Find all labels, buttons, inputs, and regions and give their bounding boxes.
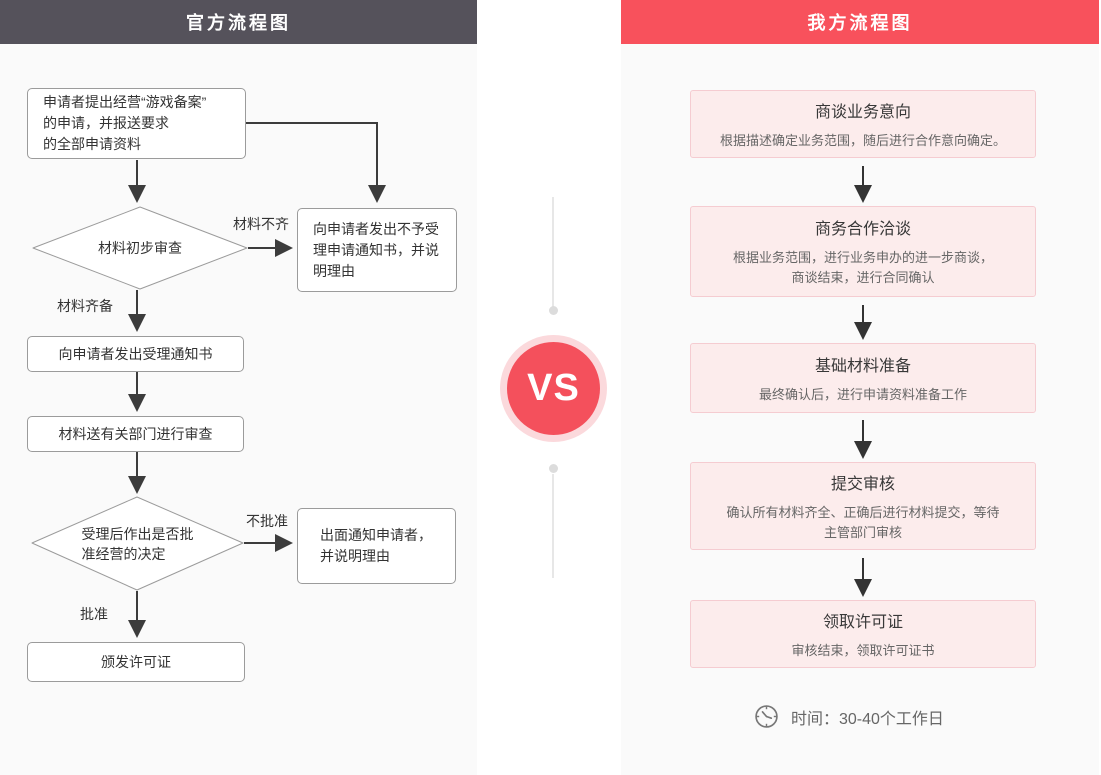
step-card-material-prep: 基础材料准备 最终确认后，进行申请资料准备工作 [690,343,1036,413]
step-desc: 确认所有材料齐全、正确后进行材料提交，等待 主管部门审核 [726,504,1000,540]
vs-divider-line-top [552,197,554,307]
duration-footer: 时间：30-40个工作日 [754,704,944,729]
official-flow-panel: 官方流程图 申请者提出经营“游戏备案” 的申请，并报送要求 的全部申请资料 材料… [0,0,477,775]
arrow-apply-to-reject-elbow [246,122,386,203]
step-title: 商谈业务意向 [814,103,911,121]
clock-icon [755,705,778,728]
step-desc: 最终确认后，进行申请资料准备工作 [758,386,967,402]
step-card-business-intent: 商谈业务意向 根据描述确定业务范围，随后进行合作意向确定。 [690,90,1036,158]
edge-label-not-approved: 不批准 [246,513,288,529]
official-flow-title: 官方流程图 [186,13,291,33]
duration-text: 时间：30-40个工作日 [791,710,944,728]
vs-divider-dot-bottom [549,464,558,473]
step-desc: 根据业务范围，进行业务申办的进一步商谈， 商谈结束，进行合同确认 [732,250,993,285]
step-title: 提交审核 [830,475,895,493]
step-card-cooperation-talks: 商务合作洽谈 根据业务范围，进行业务申办的进一步商谈， 商谈结束，进行合同确认 [690,206,1036,297]
our-flow-title: 我方流程图 [807,13,913,33]
flow-node-approval-decision: 受理后作出是否批 准经营的决定 [81,525,194,562]
flow-node-dept-review: 材料送有关部门进行审查 [27,416,244,452]
flow-node-accept-notice: 向申请者发出受理通知书 [27,336,244,372]
our-flow-panel: 我方流程图 商谈业务意向 根据描述确定业务范围，随后进行合作意向确定。 商务合作… [621,0,1099,775]
vs-badge: VS [500,335,607,442]
vs-divider-line-bottom [552,474,554,578]
vs-divider-dot-top [549,306,558,315]
step-title: 领取许可证 [822,613,903,631]
step-title: 商务合作洽谈 [814,221,911,238]
step-card-get-license: 领取许可证 审核结束，领取许可证书 [690,600,1036,668]
step-desc: 审核结束，领取许可证书 [791,642,935,658]
flow-node-issue-license: 颁发许可证 [27,642,245,682]
step-card-submit-review: 提交审核 确认所有材料齐全、正确后进行材料提交，等待 主管部门审核 [690,462,1036,550]
step-title: 基础材料准备 [814,357,911,375]
flow-node-initial-review: 材料初步审查 [98,240,182,256]
edge-label-complete: 材料齐备 [57,298,113,314]
flow-node-reject-notice: 向申请者发出不予受 理申请通知书，并说 明理由 [297,208,457,292]
edge-label-approved: 批准 [80,606,108,622]
our-flow-header: 我方流程图 [621,0,1099,44]
edge-label-incomplete: 材料不齐 [233,216,289,232]
official-flow-header: 官方流程图 [0,0,477,44]
flow-node-notify-applicant: 出面通知申请者， 并说明理由 [297,508,456,584]
vs-badge-label: VS [507,342,600,435]
step-desc: 根据描述确定业务范围，随后进行合作意向确定。 [719,132,1006,148]
flow-node-apply: 申请者提出经营“游戏备案” 的申请，并报送要求 的全部申请资料 [27,88,246,159]
